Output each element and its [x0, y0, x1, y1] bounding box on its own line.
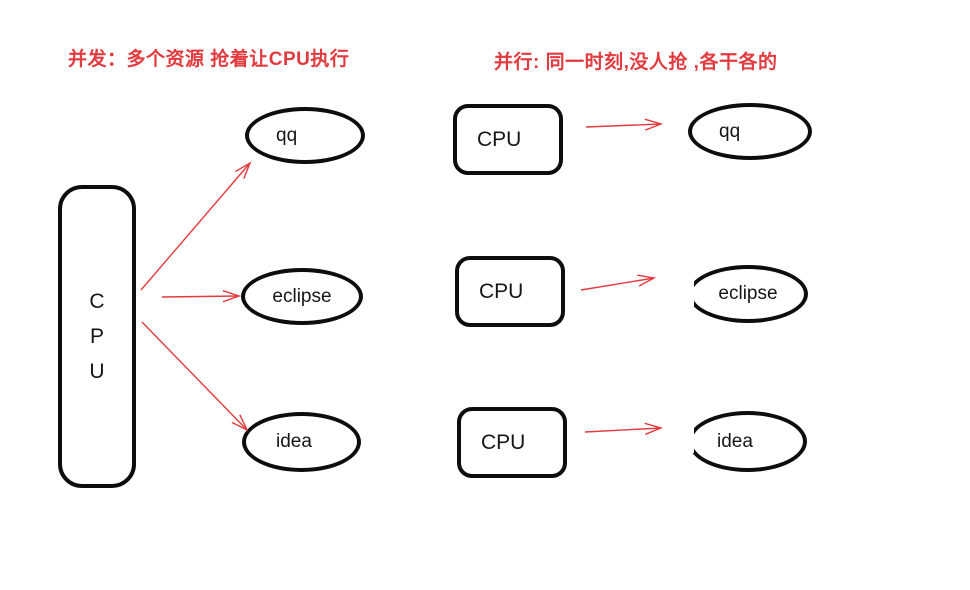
parallel-cpu-box-3: CPU	[457, 407, 567, 478]
cpu-label: CPU	[479, 279, 524, 303]
parallel-cpu-box-2: CPU	[455, 256, 565, 327]
node-idea-right: idea	[688, 411, 807, 472]
node-label: qq	[719, 120, 741, 142]
node-label: qq	[276, 124, 298, 146]
node-qq-right: qq	[688, 103, 812, 160]
node-label: eclipse	[272, 285, 332, 307]
cpu-letter-c: C	[89, 289, 105, 313]
concurrency-title: 并发：多个资源 抢着让CPU执行	[68, 49, 350, 70]
parallel-cpu-box-1: CPU	[453, 104, 563, 175]
arrow-cpu-to-idea-right	[584, 422, 664, 435]
ellipse-stroke-gap	[685, 281, 694, 306]
arrow-cpu-to-eclipse-right	[580, 274, 657, 291]
cpu-letter-u: U	[89, 359, 105, 383]
arrow-cpu-to-qq-right	[585, 118, 664, 131]
node-label: eclipse	[718, 283, 778, 304]
arrow-cpu-to-eclipse-left	[161, 290, 242, 303]
cpu-letter-p: P	[89, 324, 104, 348]
cpu-label: CPU	[477, 127, 522, 151]
node-eclipse-right: eclipse	[688, 265, 808, 323]
node-label: idea	[276, 431, 312, 452]
node-label: idea	[717, 430, 753, 452]
cpu-label: CPU	[481, 430, 526, 454]
node-eclipse-left: eclipse	[241, 268, 363, 325]
node-qq-left: qq	[245, 107, 365, 164]
arrow-cpu-to-qq-left	[140, 161, 252, 291]
ellipse-stroke-gap	[685, 428, 694, 453]
arrow-cpu-to-idea-left	[141, 321, 249, 432]
node-idea-left: idea	[242, 412, 361, 472]
parallelism-title: 并行: 同一时刻,没人抢 ,各干各的	[494, 52, 778, 73]
concurrency-cpu-box: C P U	[58, 185, 136, 488]
